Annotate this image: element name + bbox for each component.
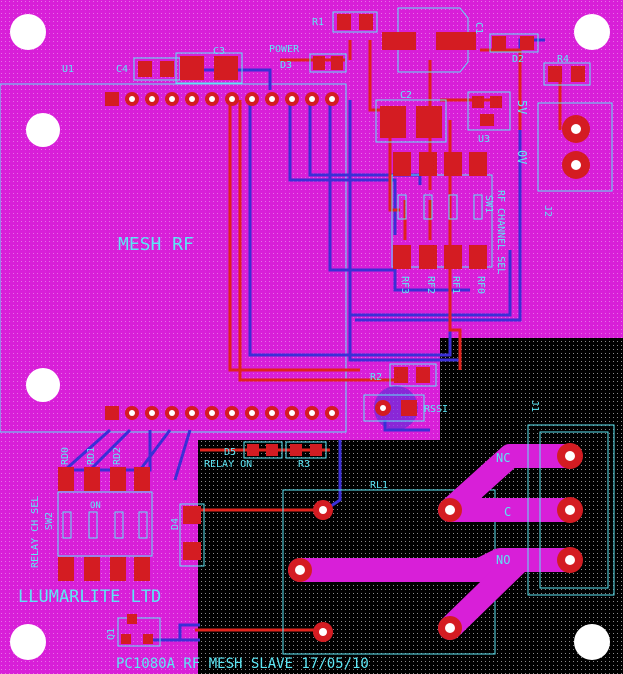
c3-c4-footprints [133,52,243,84]
rssi-led [363,386,425,430]
label-rf3: RF3 [399,276,410,294]
label-rd0: RD0 [60,447,71,465]
mounting-hole-mid-left-1 [26,113,60,147]
label-c: C [504,505,511,519]
r2-footprint [389,363,437,387]
label-u1: U1 [62,64,74,75]
mounting-hole-top-left [10,14,46,50]
label-rssi: RSSI [424,404,448,415]
d4-footprint [179,503,205,567]
label-r4: R4 [557,54,569,65]
silkscreen-text: U1 C4 C3 POWER D3 R1 C1 D2 R4 C2 U3 5V 0… [18,17,569,672]
label-rf1: RF1 [450,276,461,294]
mounting-holes [10,14,610,660]
j2-connector [537,102,613,192]
label-footer: PC1080A RF MESH SLAVE 17/05/10 [116,656,369,672]
label-r1: R1 [312,17,324,28]
r1-footprint [332,11,378,33]
label-d5: D5 [224,447,236,458]
u3-footprint [467,91,511,131]
label-power: POWER [269,44,300,55]
sw1-dip-switch [391,152,493,269]
c1-footprint [382,7,476,73]
d5-r3-footprints [243,441,327,459]
r4-footprint [543,62,591,86]
mounting-hole-bottom-right [574,624,610,660]
mounting-hole-top-right [574,14,610,50]
label-5v: 5V [515,100,529,114]
label-j1: J1 [529,400,540,412]
label-nc: NC [496,451,510,465]
label-relay-ch-sel: RELAY CH SEL [30,496,41,568]
label-r2: R2 [370,372,382,383]
mounting-hole-mid-left-2 [26,368,60,402]
q1-footprint [117,614,161,647]
copper-pour [198,338,623,674]
label-rf-channel-sel: RF CHANNEL SEL [495,190,506,274]
mounting-hole-bottom-left [10,624,46,660]
c2-footprint [375,99,447,143]
label-rd2: RD2 [112,447,123,465]
j1-connector [527,424,615,596]
u1-header-top [105,92,339,106]
label-c3: C3 [213,46,225,57]
u1-outline [0,83,347,433]
label-board-title: MESH RF [118,234,194,255]
label-rf2: RF2 [425,276,436,294]
label-q1: Q1 [106,628,117,640]
label-company: LLUMARLITE LTD [18,587,161,607]
sw2-dip-switch [57,467,153,581]
label-no: NO [496,553,510,567]
u1-header-bottom [105,406,339,420]
label-c4: C4 [116,64,128,75]
label-d2: D2 [512,54,524,65]
label-u3: U3 [478,134,490,145]
label-c1: C1 [473,22,484,34]
d2-footprint [489,33,539,53]
label-relay-on: RELAY ON [204,459,252,470]
label-r3: R3 [298,459,310,470]
label-rl1: RL1 [370,480,388,491]
label-0v: 0V [515,150,529,164]
relay-pads [288,498,462,640]
label-sw2: SW2 [44,512,55,530]
power-traces [288,444,582,640]
label-rd1: RD1 [86,447,97,465]
label-d4: D4 [170,518,181,530]
label-on: ON [90,501,101,511]
label-j2: J2 [542,205,553,217]
label-sw1: SW1 [483,195,494,213]
label-c2: C2 [400,90,412,101]
d3-footprint [309,53,347,73]
label-d3: D3 [280,60,292,71]
label-rf0: RF0 [475,276,486,294]
